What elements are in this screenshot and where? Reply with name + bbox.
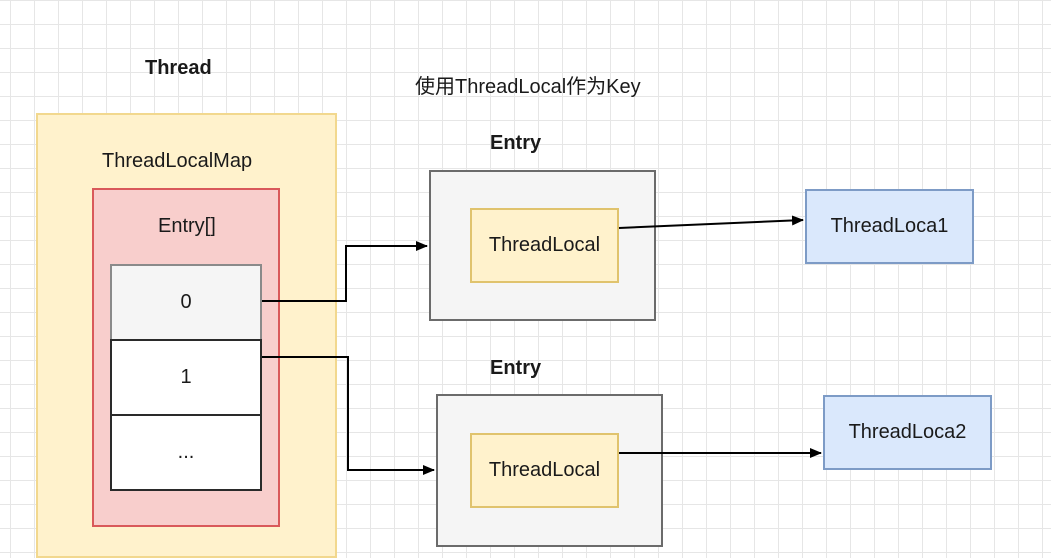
key-1-to-value-1-arrow (618, 215, 804, 229)
entry-array-label: Entry[] (158, 215, 216, 237)
entry-1-title: Entry (490, 132, 542, 154)
thread-title: Thread (145, 57, 212, 79)
entry-2-key-box[interactable]: ThreadLocal (470, 433, 619, 508)
value-1-box[interactable]: ThreadLoca1 (805, 189, 974, 264)
slot-label: ... (177, 441, 195, 463)
slot-label: 0 (180, 291, 192, 313)
value-1-label: ThreadLoca1 (830, 215, 949, 237)
entry-2-title: Entry (490, 357, 542, 379)
array-slot-more[interactable]: ... (110, 414, 262, 491)
slot-1-to-entry-2-arrow (262, 356, 435, 475)
entry-1-key-label: ThreadLocal (488, 234, 601, 256)
entry-2-key-label: ThreadLocal (488, 459, 601, 481)
key-note: 使用ThreadLocal作为Key (415, 76, 641, 98)
entry-1-key-box[interactable]: ThreadLocal (470, 208, 619, 283)
threadlocalmap-label: ThreadLocalMap (102, 150, 253, 172)
slot-label: 1 (180, 366, 192, 388)
value-2-box[interactable]: ThreadLoca2 (823, 395, 992, 470)
array-slot-1[interactable]: 1 (110, 339, 262, 416)
slot-0-to-entry-1-arrow (262, 241, 428, 302)
value-2-label: ThreadLoca2 (848, 421, 967, 443)
